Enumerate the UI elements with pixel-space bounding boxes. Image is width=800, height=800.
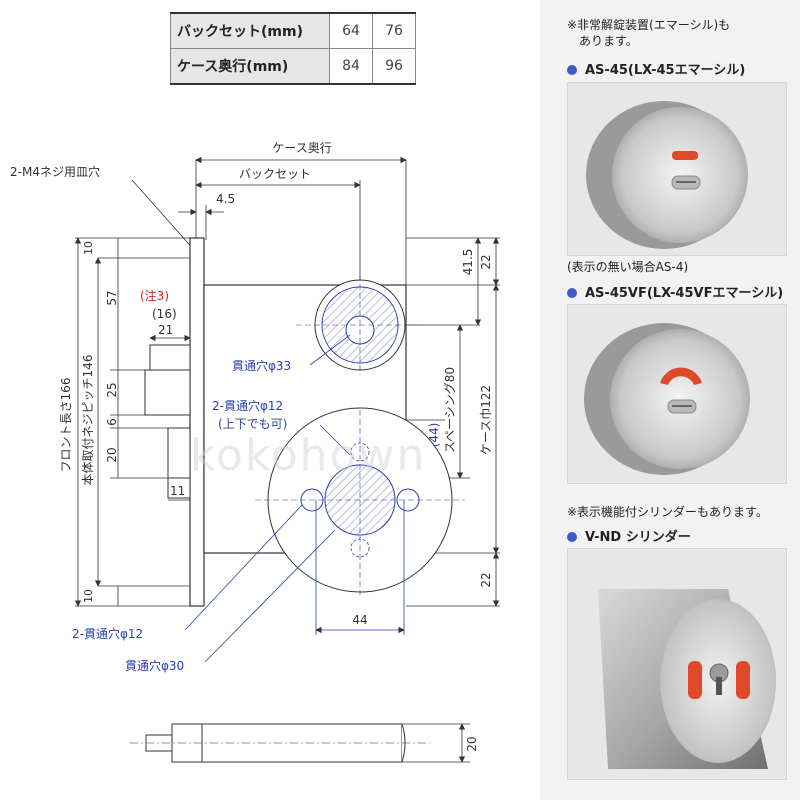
product-photo-as45vf bbox=[567, 304, 787, 484]
bullet-icon bbox=[567, 532, 577, 542]
product-label-1: AS-45(LX-45エマーシル) bbox=[567, 59, 745, 78]
spec-table: バックセット(mm) 64 76 ケース奥行(mm) 84 96 bbox=[170, 12, 416, 85]
lock-technical-drawing: ケース奥行 バックセット 4.5 2-M4ネジ用皿穴 10 57 25 6 bbox=[10, 141, 500, 763]
table-cell-value: 96 bbox=[372, 48, 416, 85]
label-screw-hole: 2-M4ネジ用皿穴 bbox=[10, 164, 100, 179]
spacing-label: スペーシング80 bbox=[443, 367, 457, 453]
product-photo-vnd bbox=[567, 548, 787, 780]
table-cell-value: 64 bbox=[329, 12, 373, 49]
product-label-3: V-ND シリンダー bbox=[567, 526, 691, 545]
product-label-2: AS-45VF(LX-45VFエマーシル) bbox=[567, 282, 783, 301]
case-width-label: ケース巾122 bbox=[479, 385, 493, 455]
dim-41-5: 41.5 bbox=[461, 249, 475, 276]
dim-22-bottom: 22 bbox=[479, 572, 493, 587]
dim-21: 21 bbox=[158, 323, 173, 337]
emergency-note: ※非常解錠装置(エマーシル)も あります。 bbox=[567, 17, 730, 49]
dim-11: 11 bbox=[170, 484, 185, 498]
dim-20-left: 20 bbox=[105, 447, 119, 462]
body-pitch-label: 本体取付ネジピッチ146 bbox=[81, 355, 95, 486]
dim-10-top: 10 bbox=[82, 241, 95, 255]
hole-12b-label: 2-貫通穴φ12 bbox=[72, 626, 143, 641]
note3-label: (注3) bbox=[140, 288, 169, 303]
front-length-label: フロント長さ166 bbox=[59, 378, 73, 473]
label-case-depth: ケース奥行 bbox=[272, 141, 331, 155]
table-cell-label: ケース奥行(mm) bbox=[170, 48, 330, 85]
watermark: kokohown bbox=[190, 430, 427, 481]
front-plate bbox=[189, 237, 205, 607]
product-name-3: V-ND シリンダー bbox=[585, 530, 691, 545]
bullet-icon bbox=[567, 65, 577, 75]
hole-33-label: 貫通穴φ33 bbox=[232, 358, 291, 373]
table-cell-label: バックセット(mm) bbox=[170, 12, 330, 49]
product-photo-as45 bbox=[567, 82, 787, 256]
dim-22-top: 22 bbox=[479, 254, 493, 269]
dim-25: 25 bbox=[105, 382, 119, 397]
bullet-icon bbox=[567, 288, 577, 298]
table-cell-value: 76 bbox=[372, 12, 416, 49]
indicator-cylinder-note: ※表示機能付シリンダーもあります。 bbox=[567, 505, 768, 519]
no-indicator-note: (表示の無い場合AS-4) bbox=[567, 260, 689, 274]
hole-12a-label-line1: 2-貫通穴φ12 bbox=[212, 398, 283, 413]
dim-16: (16) bbox=[152, 307, 177, 321]
dim-44: 44 bbox=[352, 613, 367, 627]
product-name-2: AS-45VF(LX-45VFエマーシル) bbox=[585, 286, 784, 301]
hole-12a-label-line2: (上下でも可) bbox=[218, 417, 287, 431]
dim-20-bolt: 20 bbox=[465, 736, 479, 751]
hole-30-label: 貫通穴φ30 bbox=[125, 658, 184, 673]
product-name-1: AS-45(LX-45エマーシル) bbox=[585, 63, 746, 78]
table-row: バックセット(mm) 64 76 bbox=[170, 12, 416, 49]
emergency-note-line2: あります。 bbox=[579, 34, 638, 48]
dim-10-bottom: 10 bbox=[82, 589, 95, 603]
table-row: ケース奥行(mm) 84 96 bbox=[170, 48, 416, 85]
dim-6: 6 bbox=[105, 418, 119, 426]
label-backset: バックセット bbox=[239, 167, 311, 181]
dim-4-5: 4.5 bbox=[216, 192, 235, 206]
dim-57: 57 bbox=[105, 290, 119, 305]
emergency-note-line1: ※非常解錠装置(エマーシル)も bbox=[567, 18, 731, 32]
